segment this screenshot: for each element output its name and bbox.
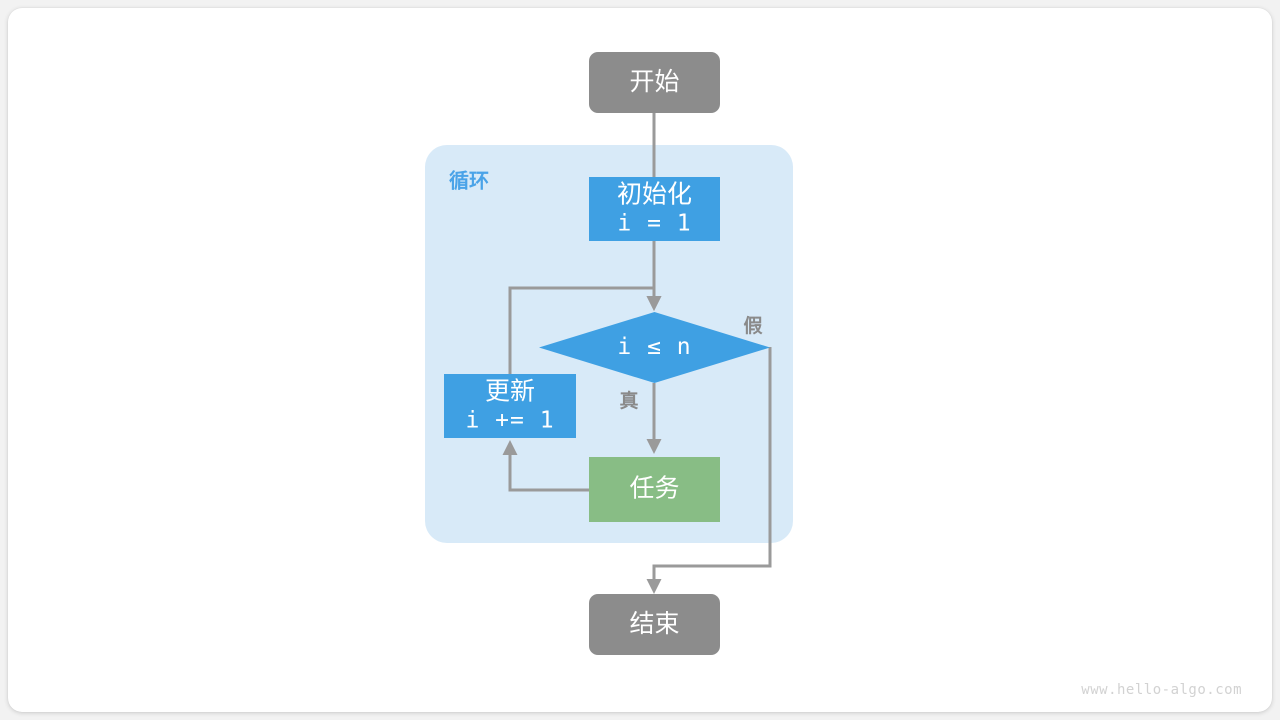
node-init[interactable]: 初始化 i = 1 bbox=[589, 177, 720, 241]
node-update[interactable]: 更新 i += 1 bbox=[444, 374, 576, 438]
node-end[interactable]: 结束 bbox=[589, 594, 720, 655]
node-condition-label: i ≤ n bbox=[617, 334, 691, 360]
node-update-code: i += 1 bbox=[465, 408, 554, 434]
edge-condition-false-to-end bbox=[646, 347, 772, 594]
edge-label-true: 真 bbox=[619, 389, 638, 412]
node-update-label: 更新 bbox=[485, 378, 535, 406]
watermark: www.hello-algo.com bbox=[1081, 682, 1242, 698]
edge-update-to-condition bbox=[508, 286, 662, 374]
node-task[interactable]: 任务 bbox=[589, 457, 720, 522]
loop-group-label: 循环 bbox=[449, 168, 489, 192]
edge-label-false: 假 bbox=[743, 314, 762, 337]
node-end-label: 结束 bbox=[629, 610, 679, 638]
node-task-label: 任务 bbox=[629, 475, 679, 503]
node-condition[interactable]: i ≤ n bbox=[539, 312, 770, 383]
node-init-label: 初始化 bbox=[617, 181, 692, 209]
edge-task-to-update bbox=[502, 440, 589, 492]
node-start[interactable]: 开始 bbox=[589, 52, 720, 113]
node-init-code: i = 1 bbox=[617, 211, 691, 237]
node-start-label: 开始 bbox=[629, 68, 679, 96]
